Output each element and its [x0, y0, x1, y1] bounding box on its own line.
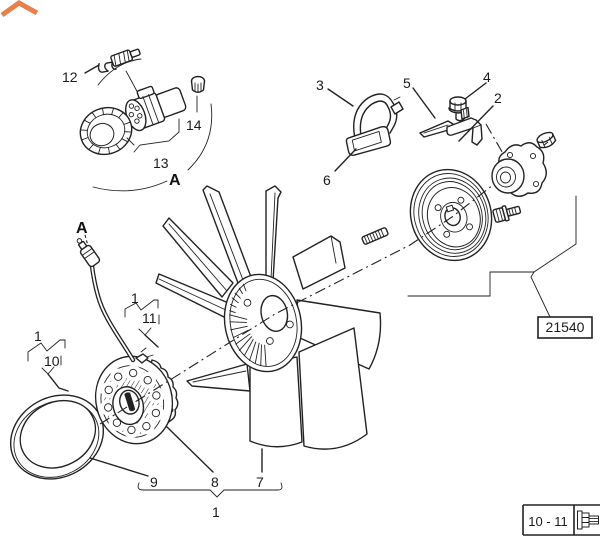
group-brace-1 [137, 482, 283, 498]
hex-bolt [492, 205, 522, 223]
leader-21540 [530, 271, 551, 318]
callout-13[interactable]: 13 [153, 155, 169, 171]
bracket-axis-centerline [485, 123, 506, 158]
fan-clutch [94, 347, 179, 445]
callout-4[interactable]: 4 [483, 69, 491, 85]
hub-nut [536, 131, 557, 149]
leader-3 [327, 88, 354, 107]
part-12-terminal [97, 48, 141, 73]
disc-serration-hatch [229, 283, 267, 367]
part-number-text[interactable]: 21540 [546, 319, 585, 335]
fan-blade [186, 363, 251, 392]
group-bracket-21540 [407, 195, 577, 297]
fan-blade [202, 185, 252, 284]
stud-bolt [361, 227, 389, 245]
fan-blade [249, 356, 303, 448]
callout-5[interactable]: 5 [403, 75, 411, 91]
fan [155, 185, 382, 450]
detail-a-marker[interactable]: A [169, 172, 181, 189]
bracket-1-11 [124, 299, 159, 318]
part-2-l-bracket [446, 106, 483, 146]
leader-10 [47, 373, 69, 392]
part-14-plug [190, 75, 206, 93]
leader-6 [334, 148, 357, 172]
pulley-keyway [445, 204, 455, 213]
callouts: 12 13 14 A A 3 5 4 2 6 1 10 1 11 9 8 7 1 [27, 69, 502, 520]
bracket-1-10 [27, 339, 66, 362]
page-ref-text[interactable]: 10 - 11 [528, 514, 568, 529]
leader-11 [144, 334, 159, 348]
leader-4 [464, 82, 487, 100]
callout-8[interactable]: 8 [211, 474, 219, 490]
callout-14[interactable]: 14 [186, 117, 202, 133]
part-number-box[interactable]: 21540 [537, 316, 593, 339]
leader-terminal-to-housing [125, 70, 140, 96]
detail-circle-arc [187, 103, 213, 171]
callout-1-bottom[interactable]: 1 [212, 504, 220, 520]
bolt-icon [577, 510, 599, 530]
clutch-wire-terminal [135, 353, 149, 364]
leader-12 [84, 64, 100, 74]
bracket-1-11 [138, 327, 152, 336]
detail-circle-arc [97, 58, 142, 86]
callout-6[interactable]: 6 [323, 172, 331, 188]
bracket-group [327, 82, 506, 172]
hub-flange [491, 142, 547, 197]
detail-a-pointer[interactable]: A [76, 220, 88, 237]
callout-1-over-11[interactable]: 1 [131, 290, 139, 306]
callout-9[interactable]: 9 [150, 474, 158, 490]
callout-10[interactable]: 10 [44, 353, 60, 369]
wire-connector-plug [76, 238, 101, 268]
part-6-saddle-base [345, 125, 392, 156]
brand-chevron-logo [0, 0, 39, 18]
fan-blade [298, 327, 368, 450]
fan-hub-disc [223, 273, 303, 373]
leader-5 [412, 87, 436, 119]
connector-assembly-group-a [79, 48, 213, 192]
sensor-wire-assembly [76, 234, 136, 363]
callout-2[interactable]: 2 [494, 90, 502, 106]
part-13-knurled-cap [79, 106, 133, 156]
leader-2 [458, 105, 494, 142]
page-ref-box[interactable]: 10 - 11 [522, 504, 600, 536]
clutch-shaft-slot [124, 392, 136, 412]
callout-1-over-10[interactable]: 1 [34, 328, 42, 344]
part-3-strap-clamp [353, 93, 404, 144]
bracket-13 [126, 137, 135, 146]
clutch-bolt-holes [104, 368, 161, 435]
pulley [409, 168, 493, 262]
leader-8 [166, 426, 214, 473]
bracket-13 [133, 118, 180, 153]
callout-7[interactable]: 7 [256, 474, 264, 490]
callout-11[interactable]: 11 [142, 310, 157, 326]
callout-3[interactable]: 3 [316, 77, 324, 93]
leader-9 [89, 457, 149, 477]
axis-centerline [99, 141, 549, 425]
fan-blade [292, 235, 346, 290]
leader-detail-a [84, 234, 89, 247]
detail-circle-arc [92, 180, 168, 192]
callout-12[interactable]: 12 [62, 69, 78, 85]
